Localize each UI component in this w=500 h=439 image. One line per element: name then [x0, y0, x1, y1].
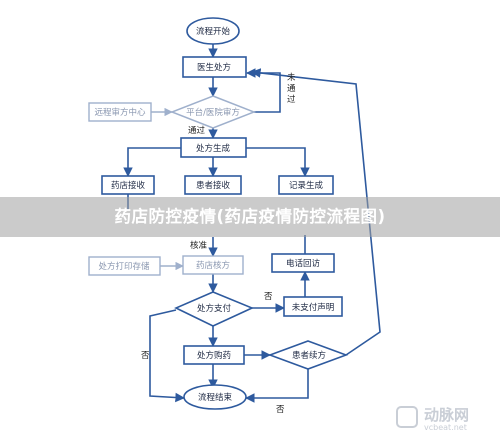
svg-text:流程开始: 流程开始: [196, 26, 231, 37]
svg-text:药店核方: 药店核方: [196, 260, 230, 271]
edge-rxgen-pharmacy: [123, 147, 181, 177]
node-rx-generated: 处方生成: [180, 137, 247, 158]
svg-text:电话回访: 电话回访: [286, 258, 321, 269]
watermark-brand: 动脉网: [424, 406, 470, 424]
svg-text:处方购药: 处方购药: [197, 350, 231, 361]
svg-text:流程结束: 流程结束: [198, 392, 233, 403]
edge-renew-end: [245, 369, 309, 403]
node-record-generated: 记录生成: [278, 175, 334, 195]
label-not-pass-1: 未: [287, 72, 296, 83]
label-no-left: 否: [141, 351, 150, 361]
node-payment: 处方支付: [174, 291, 255, 327]
edge-rxgen-record: [246, 147, 310, 177]
node-prescribe: 医生处方: [182, 56, 247, 78]
edge-review-notpass: [246, 68, 281, 113]
brand-logo-icon: [396, 406, 418, 428]
node-no-payment-statement: 未支付声明: [283, 296, 343, 317]
edge-labels: 未 通 过 通过 核准 否 否 否: [141, 72, 296, 415]
label-pass: 通过: [188, 125, 206, 136]
label-no-renew: 否: [276, 405, 285, 415]
svg-text:处方支付: 处方支付: [197, 303, 232, 314]
watermark-domain: vcbeat.net: [424, 423, 467, 432]
node-patient-receive: 患者接收: [184, 175, 242, 195]
node-end: 流程结束: [183, 384, 247, 410]
node-pharmacy-verify: 药店核方: [182, 255, 244, 275]
label-no-payment: 否: [264, 292, 273, 302]
node-start: 流程开始: [186, 17, 240, 45]
svg-text:未支付声明: 未支付声明: [292, 302, 335, 313]
label-verify: 核准: [190, 240, 208, 251]
title-banner: 药店防控疫情(药店疫情防控流程图): [0, 197, 500, 237]
node-print-archive: 处方打印存储: [88, 256, 161, 276]
edge-payment-left-end: [149, 309, 185, 403]
node-pharmacy-receive: 药店接收: [101, 175, 155, 195]
svg-text:医生处方: 医生处方: [197, 62, 231, 73]
svg-text:药店接收: 药店接收: [111, 180, 146, 191]
node-patient-renew: 患者续方: [267, 340, 349, 370]
node-platform-review: 平台/医院审方: [169, 95, 257, 129]
svg-text:远程审方中心: 远程审方中心: [94, 107, 146, 118]
svg-text:记录生成: 记录生成: [289, 180, 324, 191]
svg-text:处方生成: 处方生成: [196, 143, 231, 154]
svg-text:平台/医院审方: 平台/医院审方: [186, 107, 240, 118]
node-purchase: 处方购药: [183, 345, 245, 365]
faint-edges: [151, 107, 184, 271]
svg-text:患者接收: 患者接收: [196, 180, 231, 191]
node-remote-center: 远程审方中心: [88, 102, 152, 122]
watermark: 动脉网 vcbeat.net: [396, 404, 496, 434]
svg-text:患者续方: 患者续方: [292, 350, 326, 361]
svg-text:处方打印存储: 处方打印存储: [98, 261, 150, 272]
label-not-pass-2: 通: [287, 83, 296, 94]
label-not-pass-3: 过: [287, 94, 296, 105]
node-phone-followup: 电话回访: [271, 253, 335, 273]
